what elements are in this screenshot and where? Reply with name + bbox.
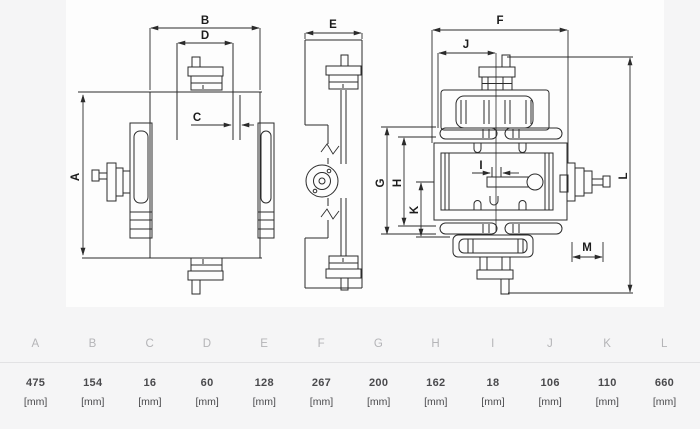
column-letter: F	[317, 338, 326, 350]
cross-handwheel-circle	[305, 164, 339, 198]
dim-label-f: F	[496, 15, 503, 27]
bottom-handwheel-front	[187, 257, 224, 295]
column-value: 128	[254, 377, 274, 389]
front-view-dimensions	[80, 25, 261, 256]
side-handwheel-plan	[559, 162, 611, 202]
dim-label-b: B	[201, 15, 209, 27]
dim-label-d: D	[201, 30, 209, 42]
column-letter: H	[431, 338, 441, 350]
column-letter: K	[603, 338, 612, 350]
dimension-column-l: L 660 [mm]	[636, 307, 693, 429]
column-letter: B	[88, 338, 97, 350]
column-unit: [mm]	[595, 396, 619, 408]
column-value: 475	[25, 377, 46, 389]
dim-label-j: J	[463, 39, 469, 51]
dim-label-a: A	[70, 173, 82, 181]
drawing-sheet	[66, 0, 664, 307]
column-unit: [mm]	[138, 396, 162, 408]
dim-label-c: C	[193, 112, 201, 124]
column-letter: D	[202, 338, 212, 350]
dimension-column-f: F 267 [mm]	[293, 307, 350, 429]
side-view	[304, 39, 363, 291]
column-unit: [mm]	[252, 396, 276, 408]
column-letter: J	[547, 338, 554, 350]
front-view	[78, 43, 275, 295]
column-unit: [mm]	[309, 396, 334, 408]
column-letter: A	[31, 338, 40, 350]
column-unit: [mm]	[23, 396, 48, 408]
dimension-column-e: E 128 [mm]	[236, 307, 293, 429]
column-unit: [mm]	[424, 396, 448, 408]
dim-label-i: I	[479, 160, 482, 172]
dimension-column-i: I 18 [mm]	[464, 307, 521, 429]
dimension-column-a: A 475 [mm]	[7, 307, 64, 429]
dim-label-m: M	[582, 242, 592, 254]
column-letter: E	[260, 338, 269, 350]
top-handwheel-front	[187, 56, 224, 91]
column-value: 162	[426, 377, 446, 389]
side-view-dimensions	[304, 30, 363, 39]
side-handwheel-front	[91, 162, 131, 202]
dimension-column-k: K 110 [mm]	[579, 307, 636, 429]
column-value: 106	[540, 377, 560, 389]
column-value: 154	[83, 377, 103, 389]
dimension-column-j: J 106 [mm]	[522, 307, 579, 429]
top-view-dimensions	[381, 27, 633, 294]
technical-drawing: B D C A	[70, 15, 633, 295]
column-letter: I	[491, 338, 495, 350]
dim-label-l: L	[618, 172, 630, 179]
column-value: 660	[654, 377, 675, 389]
column-unit: [mm]	[481, 396, 505, 408]
column-unit: [mm]	[195, 396, 219, 408]
dimension-column-b: B 154 [mm]	[64, 307, 121, 429]
column-value: 200	[368, 377, 389, 389]
dim-label-h: H	[392, 179, 404, 187]
column-unit: [mm]	[652, 396, 677, 408]
dim-label-k: K	[409, 205, 421, 214]
top-handwheel-side	[325, 54, 362, 90]
dimension-column-h: H 162 [mm]	[407, 307, 464, 429]
dimension-column-c: C 16 [mm]	[121, 307, 178, 429]
table-divider	[0, 362, 700, 363]
column-unit: [mm]	[81, 396, 105, 408]
top-view	[433, 53, 611, 295]
bottom-handwheel-plan	[476, 256, 514, 295]
dimension-table: A 475 [mm] B 154 [mm] C 16 [mm] D 60 [mm…	[0, 307, 700, 429]
column-unit: [mm]	[366, 396, 391, 408]
column-letter: C	[145, 338, 155, 350]
column-value: 60	[200, 377, 214, 389]
column-value: 18	[486, 377, 500, 389]
column-unit: [mm]	[538, 396, 562, 408]
dim-label-g: G	[375, 178, 387, 187]
top-handwheel-plan	[478, 54, 516, 91]
column-letter: L	[661, 338, 668, 350]
dimension-column-d: D 60 [mm]	[179, 307, 236, 429]
dim-label-e: E	[329, 19, 337, 31]
column-value: 267	[311, 377, 332, 389]
bottom-handwheel-side	[325, 255, 362, 291]
column-value: 16	[143, 377, 157, 389]
column-letter: G	[373, 338, 384, 350]
dimension-column-g: G 200 [mm]	[350, 307, 407, 429]
column-value: 110	[597, 377, 617, 389]
